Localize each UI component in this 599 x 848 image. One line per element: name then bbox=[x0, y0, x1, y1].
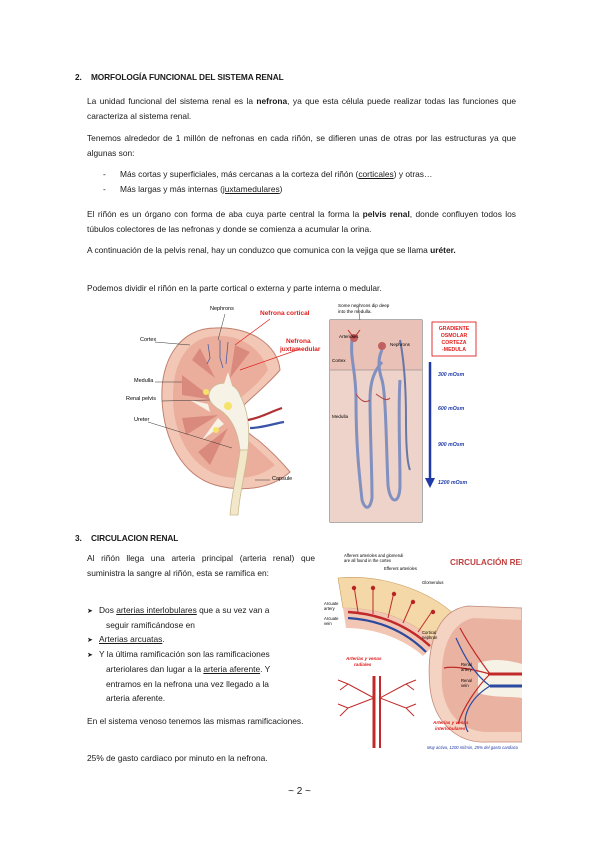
kidney-circulation-drawing bbox=[428, 605, 522, 743]
gradient-text: CORTEZA bbox=[441, 340, 466, 346]
label-efferent: Efferent arterioles bbox=[384, 566, 417, 571]
label-nefrona-cortical: Nefrona cortical bbox=[260, 310, 310, 317]
label-afferent: Afferent arterioles and glomeruli bbox=[344, 553, 403, 558]
section-title: MORFOLOGÍA FUNCIONAL DEL SISTEMA RENAL bbox=[91, 72, 284, 82]
label-ureter: Ureter bbox=[134, 417, 149, 423]
list-item: ➤Y la última ramificación son las ramifi… bbox=[87, 649, 270, 659]
vessel-tree-drawing bbox=[337, 676, 417, 748]
gradient-arrow-head bbox=[425, 478, 435, 488]
list-item-continued: arteria aferente. bbox=[106, 693, 166, 703]
paragraph-ureter: A continuación de la pelvis renal, hay u… bbox=[87, 245, 456, 255]
list-item: ➤Arterias arcuatas. bbox=[87, 634, 165, 644]
label-arcuate-vein: Arcuate bbox=[324, 616, 339, 621]
label-dip-1: Some nephrons dip deep bbox=[338, 303, 390, 308]
paragraph-division: Podemos dividir el riñón en la parte cor… bbox=[87, 283, 382, 293]
label-arterioles: Arterioles bbox=[339, 334, 359, 339]
gradient-text: OSMOLAR bbox=[441, 333, 468, 339]
label-afferent-2: are all found in the cortex bbox=[344, 558, 392, 563]
list-item: -Más largas y más internas (juxtamedular… bbox=[103, 184, 283, 194]
list-item-continued: seguir ramificándose en bbox=[106, 620, 195, 630]
label-radiales-2: radiales bbox=[354, 662, 372, 667]
paragraph-nefronas-count: Tenemos alrededor de 1 millón de nefrona… bbox=[87, 133, 516, 158]
label-medulla: Medulla bbox=[134, 378, 154, 384]
section-2-heading: 2. MORFOLOGÍA FUNCIONAL DEL SISTEMA RENAL bbox=[75, 72, 284, 82]
paragraph-venoso: En el sistema venoso tenemos las mismas … bbox=[87, 716, 304, 726]
label-cortical: Cortical bbox=[422, 630, 436, 635]
label-renal-vein: Renal bbox=[461, 678, 472, 683]
list-item-continued: arteriolares dan lugar a la arteria afer… bbox=[106, 664, 271, 674]
gradient-box bbox=[431, 321, 477, 357]
label-interlobulares: Arterias y venas bbox=[432, 720, 469, 725]
gradient-text: GRADIENTE bbox=[439, 326, 470, 332]
renal-circulation-figure: Afferent arterioles and glomeruli are al… bbox=[318, 548, 522, 754]
label-medulla-panel: Medulla bbox=[332, 414, 349, 419]
page-number: ~ 2 ~ bbox=[288, 786, 311, 797]
label-cortical-2: nephron bbox=[422, 635, 438, 640]
label-renal-artery: Renal bbox=[461, 662, 472, 667]
section-number: 2. bbox=[75, 72, 82, 82]
section-title: CIRCULACION RENAL bbox=[91, 533, 179, 543]
label-renal-vein-2: vein bbox=[461, 683, 469, 688]
figure-title: CIRCULACIÓN RENAL bbox=[450, 556, 522, 567]
label-nephrons: Nephrons bbox=[210, 306, 234, 312]
kidney-anatomy-figure: Cortex Medulla Renal pelvis Ureter Nephr… bbox=[126, 303, 477, 523]
osm-label: 600 mOsm bbox=[438, 406, 465, 412]
gradient-text: -MEDULA bbox=[442, 347, 466, 353]
label-capsule: Capsule bbox=[272, 476, 292, 482]
label-cortex: Cortex bbox=[140, 337, 156, 343]
section-3-heading: 3. CIRCULACION RENAL bbox=[75, 533, 178, 543]
label-dip-2: into the medulla. bbox=[338, 309, 372, 314]
label-arcuate-artery: Arcuate bbox=[324, 601, 339, 606]
nephron-panel bbox=[329, 305, 423, 523]
paragraph-pelvis: El riñón es un órgano con forma de aba c… bbox=[87, 209, 516, 234]
label-arcuate-artery-2: artery bbox=[324, 606, 336, 611]
label-nefrona-juxta: Nefrona bbox=[286, 338, 311, 345]
list-item: ➤Dos arterias interlobulares que a su ve… bbox=[87, 605, 270, 615]
osm-label: 900 mOsm bbox=[438, 442, 465, 448]
paragraph-nefrona: La unidad funcional del sistema renal es… bbox=[87, 96, 516, 121]
section-number: 3. bbox=[75, 533, 82, 543]
label-interlobulares-2: interlobulares bbox=[435, 726, 466, 731]
list-item: -Más cortas y superficiales, más cercana… bbox=[103, 169, 433, 179]
label-nefrona-juxta-2: juxtamedular bbox=[279, 346, 321, 353]
figure-caption: Muy activa, 1200 ml/min, 25% del gasto c… bbox=[427, 745, 519, 750]
osm-label: 300 mOsm bbox=[438, 372, 465, 378]
label-nephrons-panel: Nephrons bbox=[390, 342, 411, 347]
label-arcuate-vein-2: vein bbox=[324, 621, 332, 626]
label-renal-artery-2: artery bbox=[461, 667, 473, 672]
label-renal-pelvis: Renal pelvis bbox=[126, 396, 156, 402]
list-item-continued: entramos en la nefrona una vez llegado a… bbox=[106, 679, 269, 689]
paragraph-gasto: 25% de gasto cardiaco por minuto en la n… bbox=[87, 753, 268, 763]
label-radiales: Arterias y venas bbox=[345, 656, 382, 661]
kidney-drawing bbox=[147, 313, 301, 516]
label-glomerulus: Glomerulus bbox=[422, 580, 443, 585]
label-cortex-panel: Cortex bbox=[332, 358, 346, 363]
paragraph-arteria-renal: Al riñón llega una arteria principal (ar… bbox=[87, 553, 315, 578]
osm-label: 1200 mOsm bbox=[438, 480, 468, 486]
cortex-wedge-drawing bbox=[337, 577, 459, 656]
